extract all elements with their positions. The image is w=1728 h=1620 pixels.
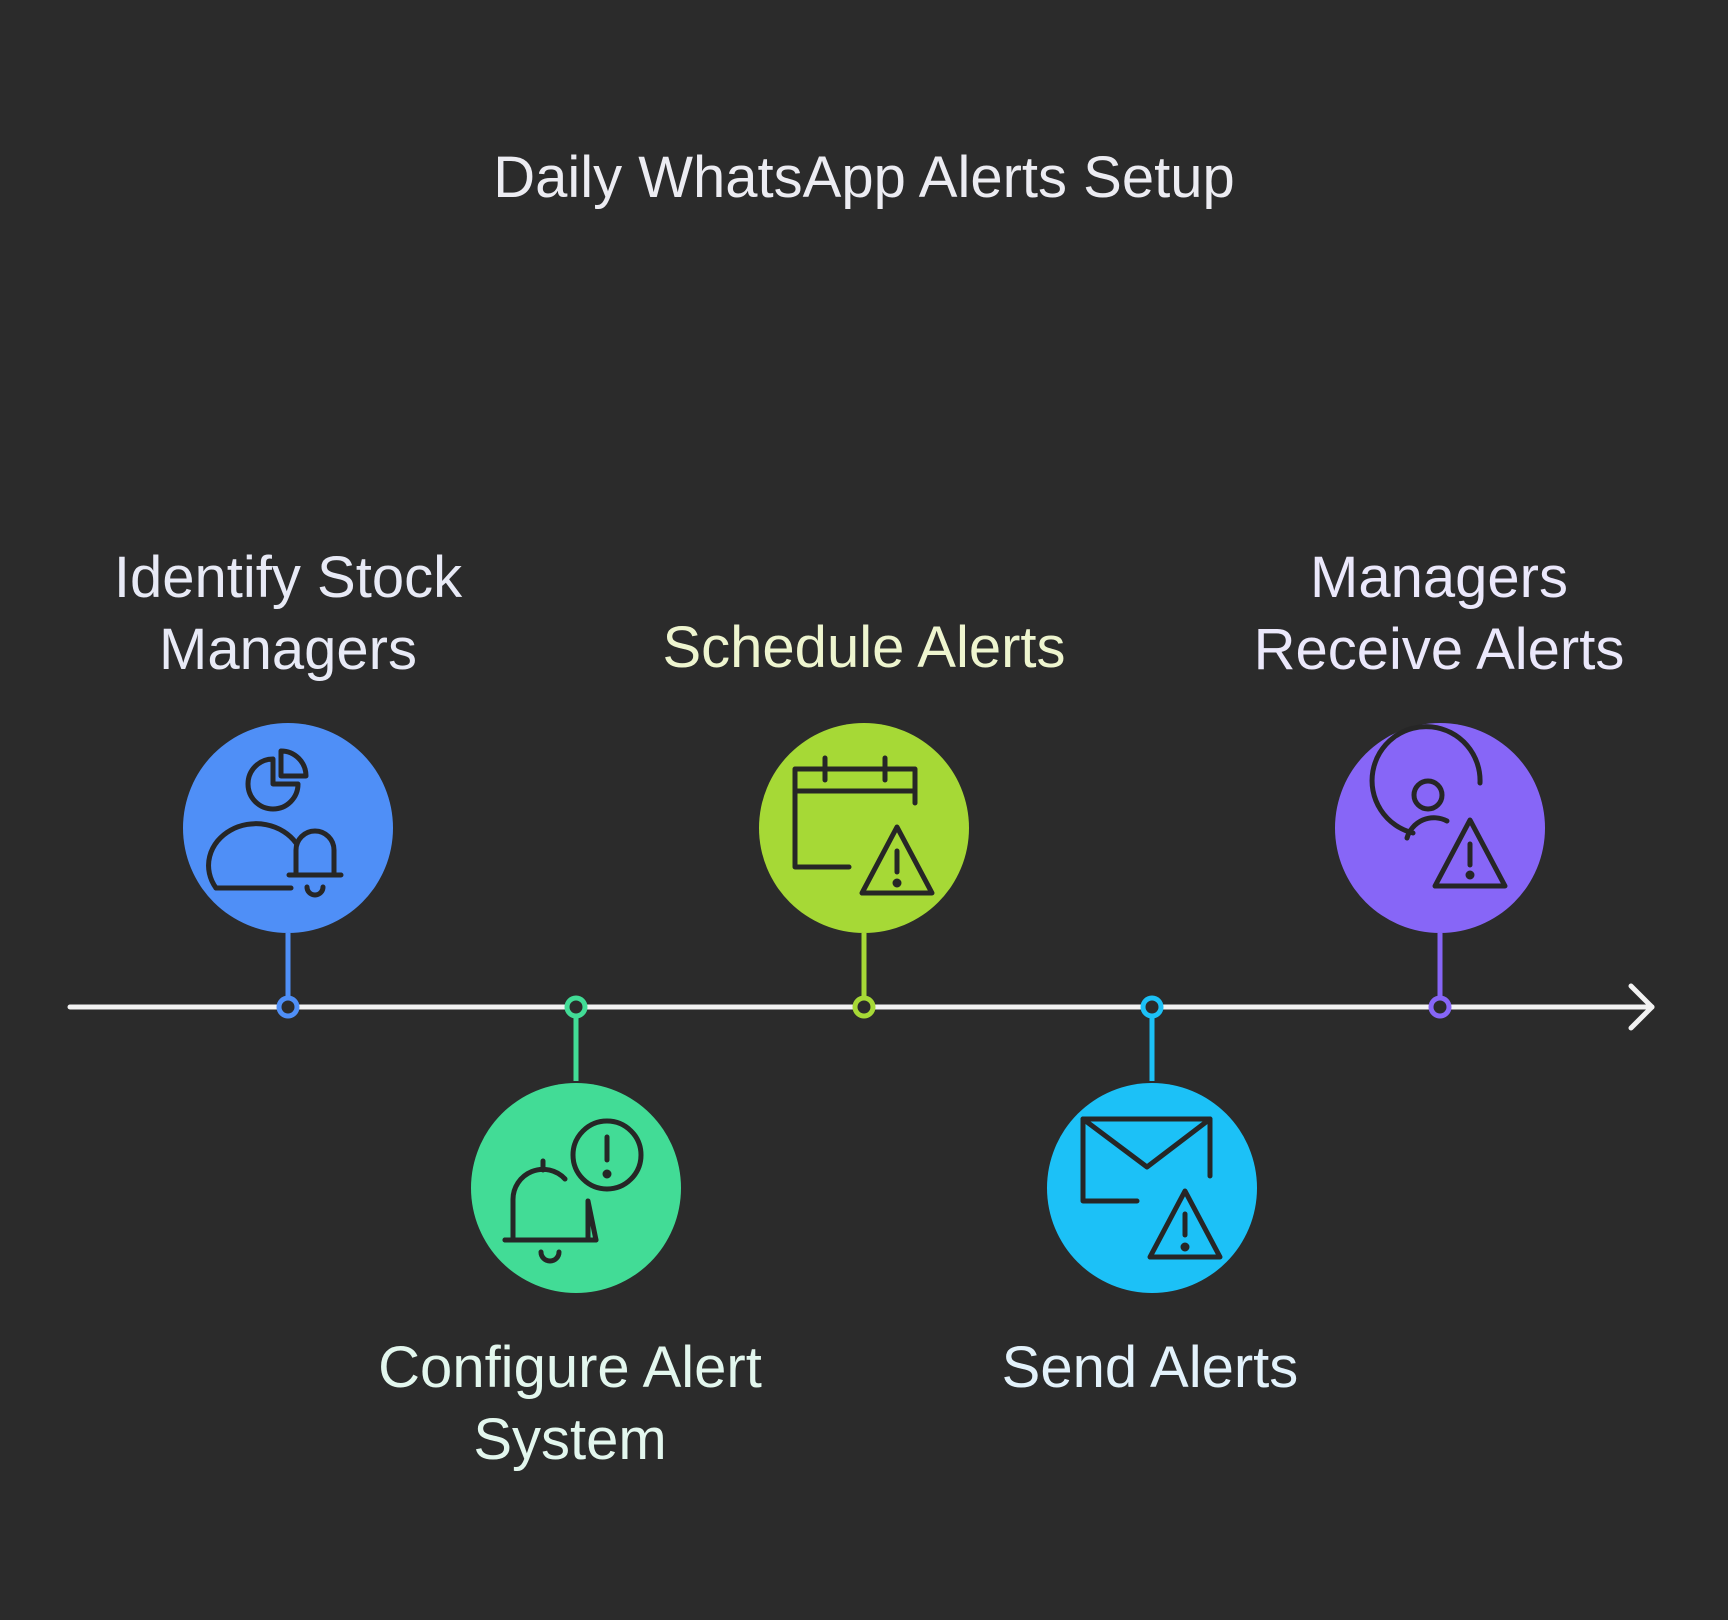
- step-circle-configure-alert-system: [471, 1083, 681, 1293]
- step-label-line: System: [473, 1407, 667, 1472]
- step-label-identify-stock-managers: Identify Stock Managers: [58, 542, 518, 686]
- diagram-title: Daily WhatsApp Alerts Setup: [493, 145, 1235, 210]
- timeline-marker: [564, 995, 588, 1019]
- timeline-marker: [852, 995, 876, 1019]
- timeline-marker: [276, 995, 300, 1019]
- step-label-line: Receive Alerts: [1253, 617, 1625, 682]
- step-label-line: Identify Stock: [113, 545, 463, 610]
- step-label-line: Managers: [1310, 545, 1568, 610]
- mail-warning-icon: [1080, 1116, 1223, 1260]
- user-warning-icon: [1369, 724, 1508, 889]
- timeline-arrow-head: [1628, 983, 1655, 1031]
- step-label-managers-receive-alerts: Managers Receive Alerts: [1209, 542, 1669, 686]
- step-circle-schedule-alerts: [759, 723, 969, 933]
- step-label-configure-alert-system: Configure Alert System: [340, 1332, 800, 1476]
- step-circle-managers-receive-alerts: [1335, 723, 1545, 933]
- step-label-line: Configure Alert: [378, 1335, 762, 1400]
- timeline-marker: [1428, 995, 1452, 1019]
- managers-chart-bell-icon: [206, 748, 344, 898]
- step-label-send-alerts: Send Alerts: [920, 1332, 1380, 1404]
- step-circle-identify-stock-managers: [183, 723, 393, 933]
- step-label-line: Schedule Alerts: [662, 615, 1066, 680]
- step-label-schedule-alerts: Schedule Alerts: [634, 612, 1094, 684]
- timeline-marker: [1140, 995, 1164, 1019]
- bell-alert-icon: [502, 1118, 644, 1264]
- step-circle-send-alerts: [1047, 1083, 1257, 1293]
- calendar-warning-icon: [792, 755, 935, 896]
- step-label-line: Managers: [159, 617, 417, 682]
- step-label-line: Send Alerts: [1001, 1335, 1299, 1400]
